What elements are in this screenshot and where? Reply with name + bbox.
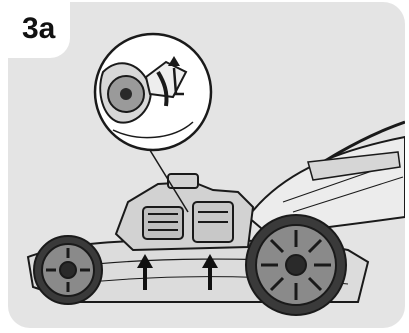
step-label: 3a	[22, 14, 55, 44]
engine	[116, 174, 253, 250]
illustration-panel	[8, 2, 405, 328]
step-badge: 3a	[8, 2, 70, 58]
grass-bag	[248, 137, 405, 234]
front-wheel	[34, 236, 102, 304]
lawnmower-illustration	[8, 2, 405, 328]
rear-wheel	[246, 215, 346, 315]
